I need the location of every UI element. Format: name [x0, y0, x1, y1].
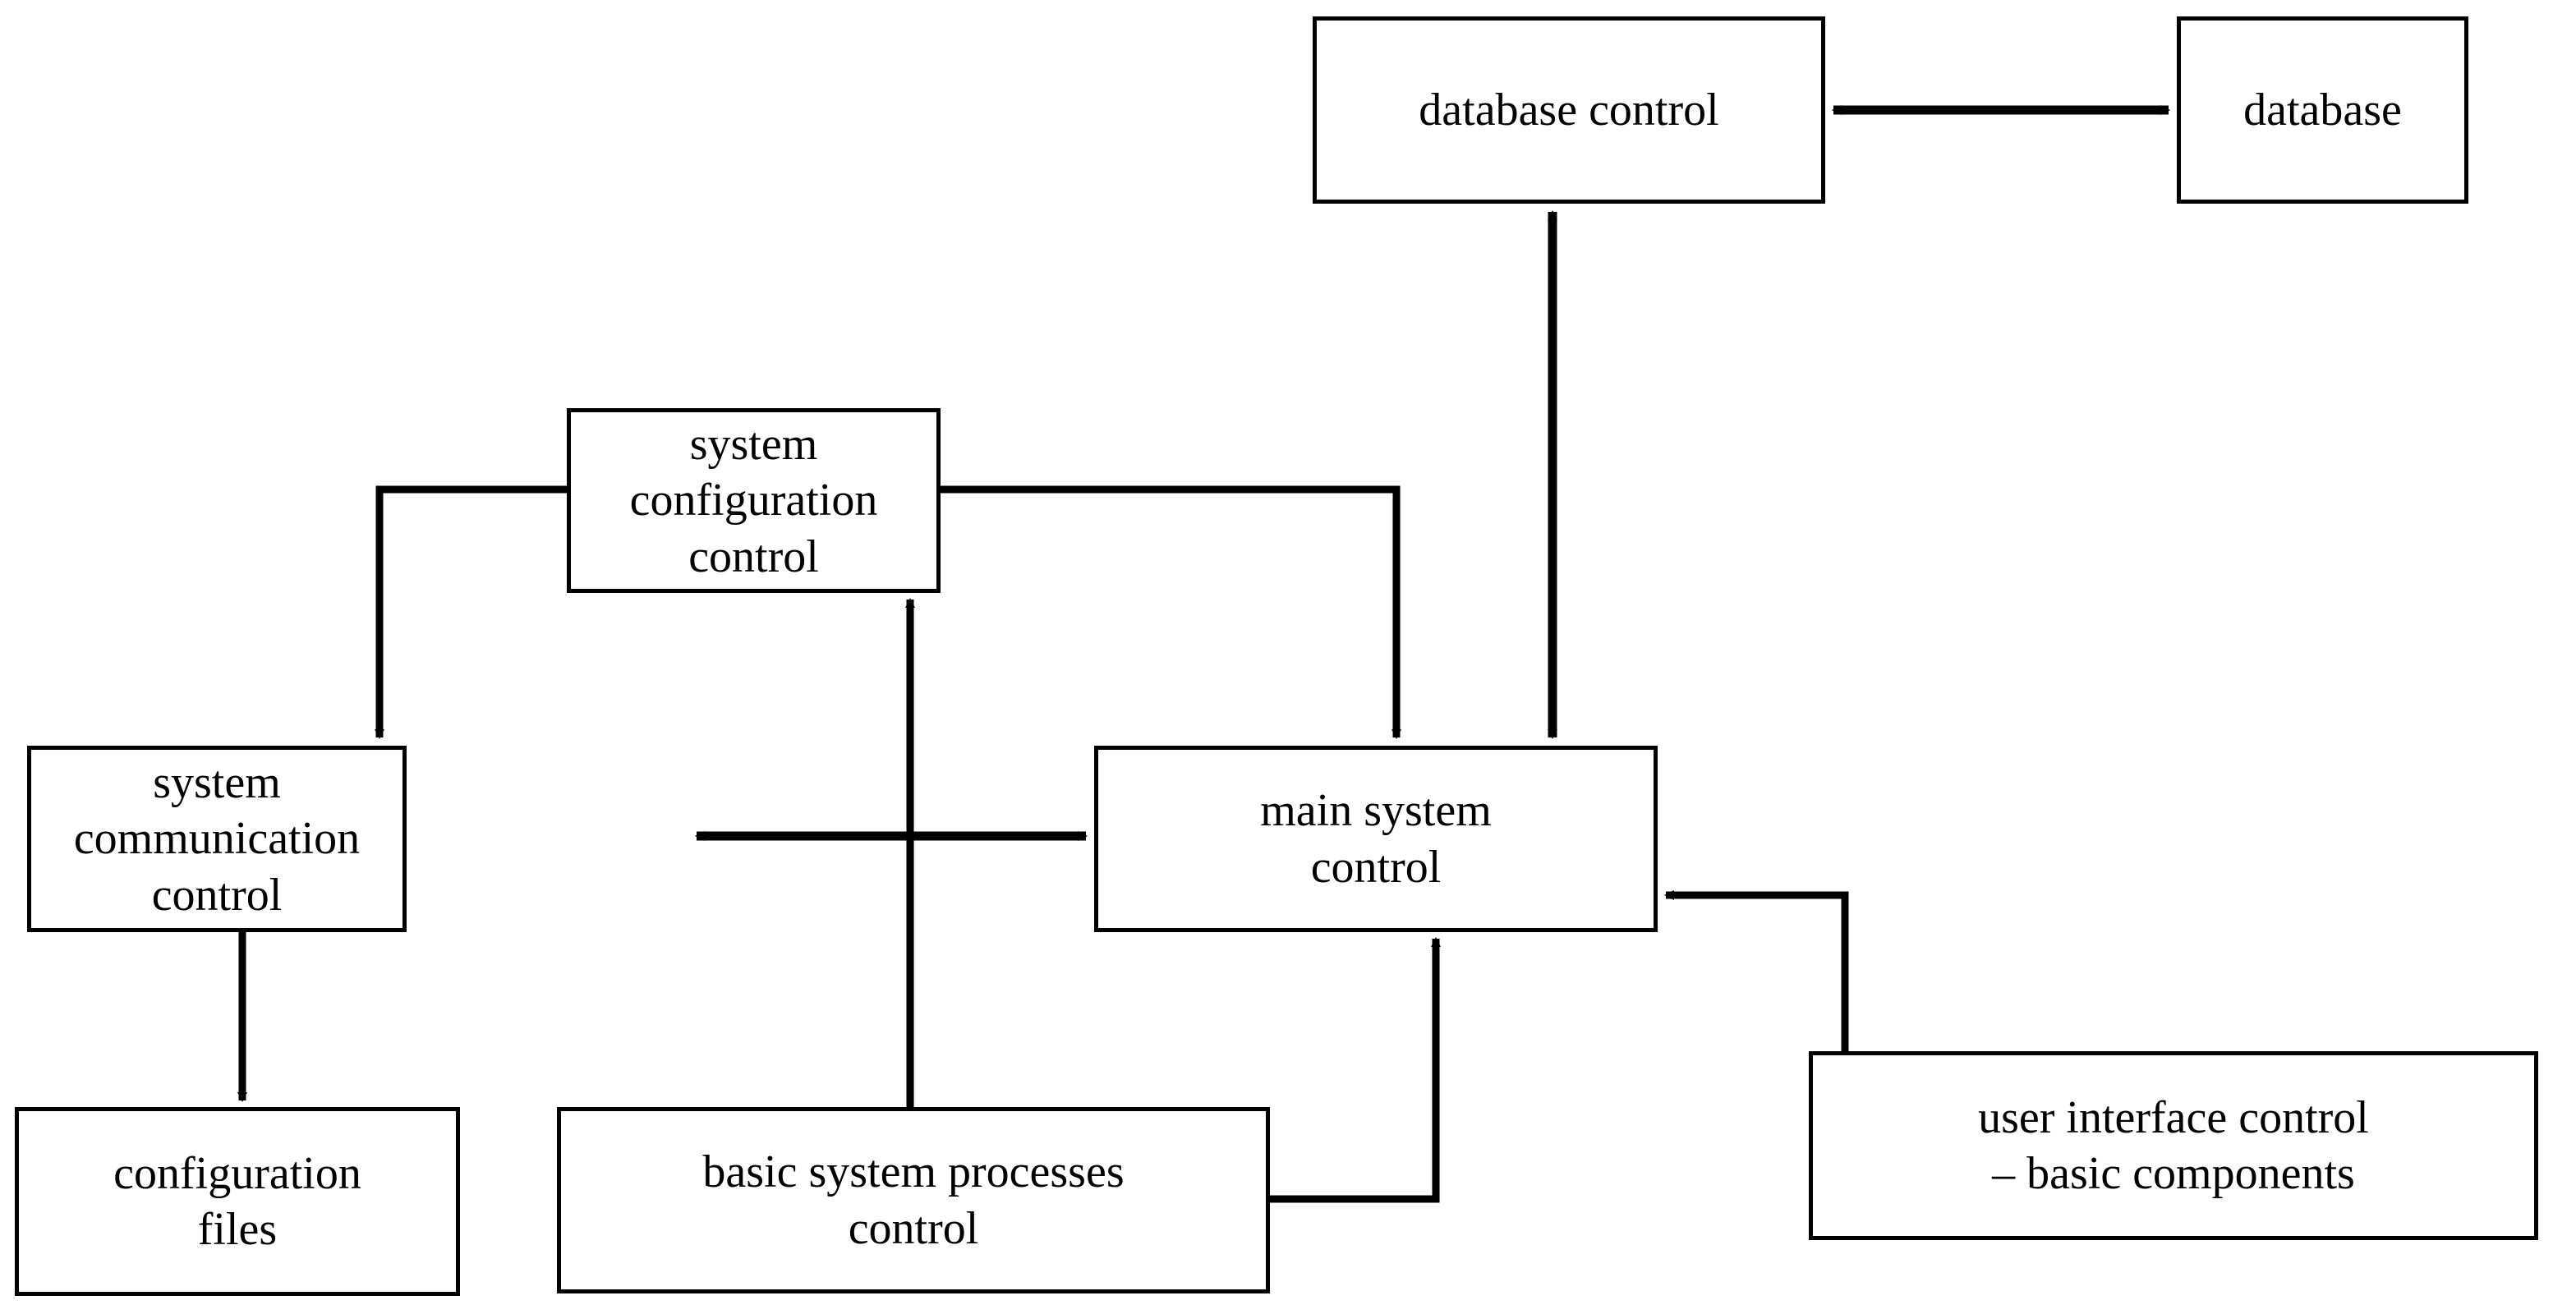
- node-configuration-files[interactable]: configuration files: [15, 1107, 460, 1296]
- node-main-system-control[interactable]: main system control: [1094, 746, 1658, 932]
- connector-system-configuration-control-to-main-system-control: [941, 485, 1401, 739]
- node-system-configuration-control-label: system configuration control: [629, 419, 878, 582]
- node-basic-system-processes-control-label: basic system processes control: [702, 1146, 1125, 1254]
- node-configuration-files-label: configuration files: [113, 1147, 361, 1255]
- connector-basic-system-processes-control-to-main-system-control: [1270, 937, 1441, 1203]
- connector-system-configuration-control-to-system-communication-control: [375, 485, 567, 739]
- node-system-configuration-control[interactable]: system configuration control: [567, 408, 941, 593]
- node-basic-system-processes-control[interactable]: basic system processes control: [557, 1107, 1270, 1293]
- node-main-system-control-label: main system control: [1260, 785, 1492, 893]
- node-database-control[interactable]: database control: [1313, 16, 1825, 204]
- node-database-control-label: database control: [1419, 84, 1719, 136]
- node-system-communication-control[interactable]: system communication control: [27, 746, 407, 932]
- node-system-communication-control-label: system communication control: [73, 757, 361, 921]
- connector-user-interface-control-to-main-system-control: [1664, 890, 1849, 1051]
- node-user-interface-control-label: user interface control – basic component…: [1978, 1091, 2369, 1199]
- node-database[interactable]: database: [2177, 16, 2468, 204]
- node-user-interface-control[interactable]: user interface control – basic component…: [1809, 1051, 2538, 1240]
- node-database-label: database: [2243, 84, 2402, 136]
